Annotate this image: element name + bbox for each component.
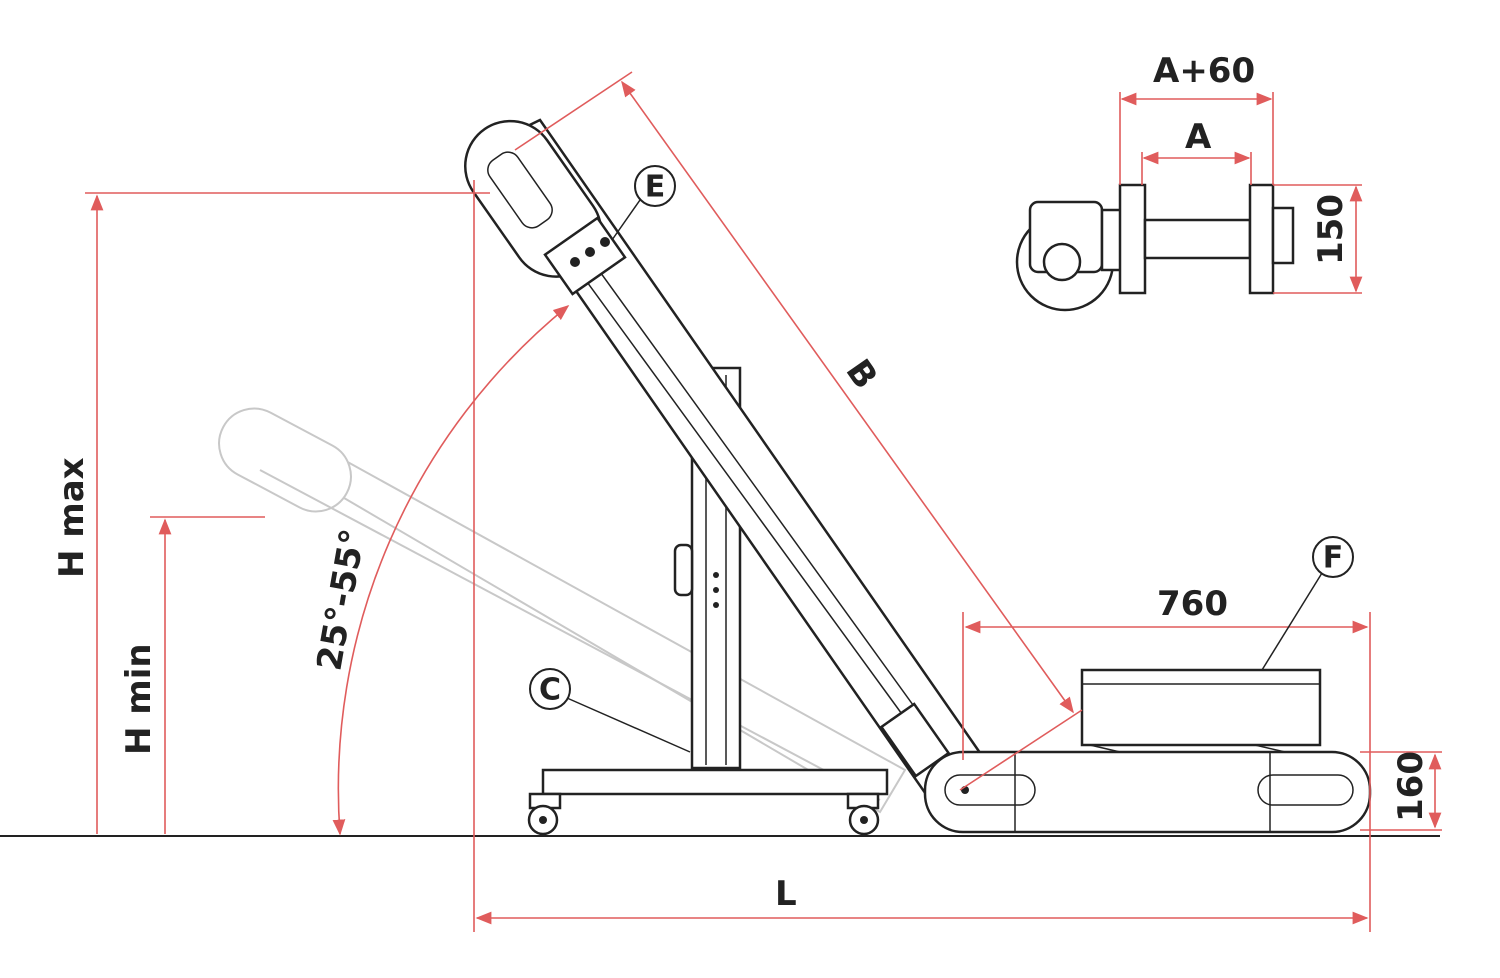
caster-wheel — [846, 792, 880, 836]
svg-text:F: F — [1323, 541, 1344, 576]
svg-text:C: C — [539, 673, 561, 708]
dim-label-760: 760 — [1157, 584, 1228, 624]
horizontal-conveyor — [923, 668, 1372, 834]
dim-label-a-plus-60: A+60 — [1153, 51, 1255, 91]
dim-label-a: A — [1185, 117, 1212, 157]
dim-label-150: 150 — [1311, 194, 1351, 265]
callout-c: C — [529, 668, 691, 753]
callout-e: E — [611, 165, 676, 241]
dim-label-h-max: H max — [52, 457, 92, 578]
dim-label-b: B — [838, 352, 886, 396]
dim-label-l: L — [775, 874, 797, 914]
dim-label-angle: 25°-55° — [309, 526, 373, 674]
callout-f: F — [1261, 536, 1354, 671]
caster-wheel — [527, 792, 562, 836]
svg-text:E: E — [645, 170, 666, 205]
motor-detail-view — [1015, 183, 1295, 312]
dim-label-h-min: H min — [119, 643, 159, 755]
dimension-lines — [85, 71, 1442, 932]
dim-label-160: 160 — [1391, 751, 1431, 822]
